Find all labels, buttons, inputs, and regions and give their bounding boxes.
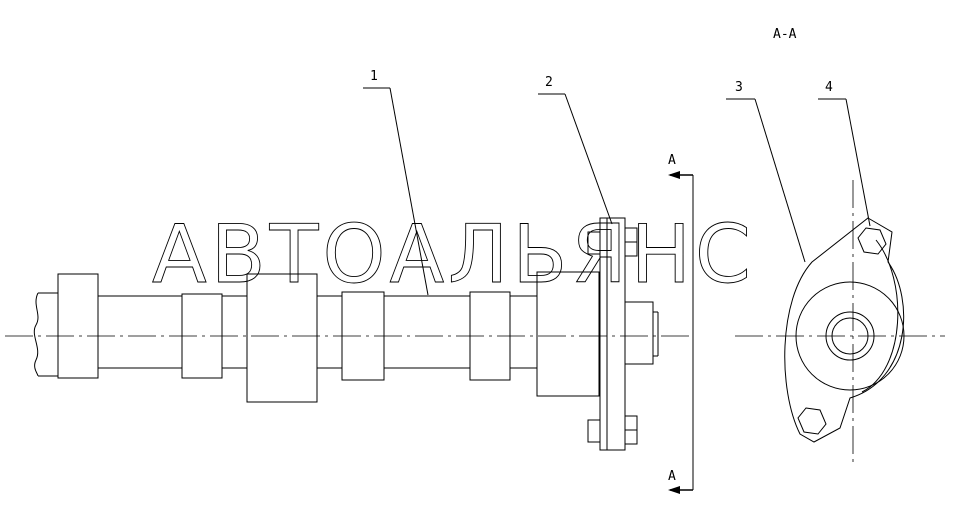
thrust-flange <box>587 217 638 451</box>
section-cut-line: А А <box>668 153 694 494</box>
cut-mark-top: А <box>668 153 676 168</box>
watermark-text: АВТОАЛЬЯНС <box>152 208 755 301</box>
svg-text:4: 4 <box>825 80 833 95</box>
camshaft <box>33 271 659 403</box>
svg-text:1: 1 <box>370 69 378 84</box>
callout-4: 4 <box>818 80 871 227</box>
svg-text:2: 2 <box>545 75 553 90</box>
callout-1: 1 <box>363 69 429 296</box>
callout-3: 3 <box>726 80 806 263</box>
section-title: А-А <box>773 27 797 42</box>
svg-text:3: 3 <box>735 80 743 95</box>
callout-2: 2 <box>538 75 613 225</box>
cut-mark-bottom: А <box>668 469 676 484</box>
section-view <box>784 217 905 443</box>
